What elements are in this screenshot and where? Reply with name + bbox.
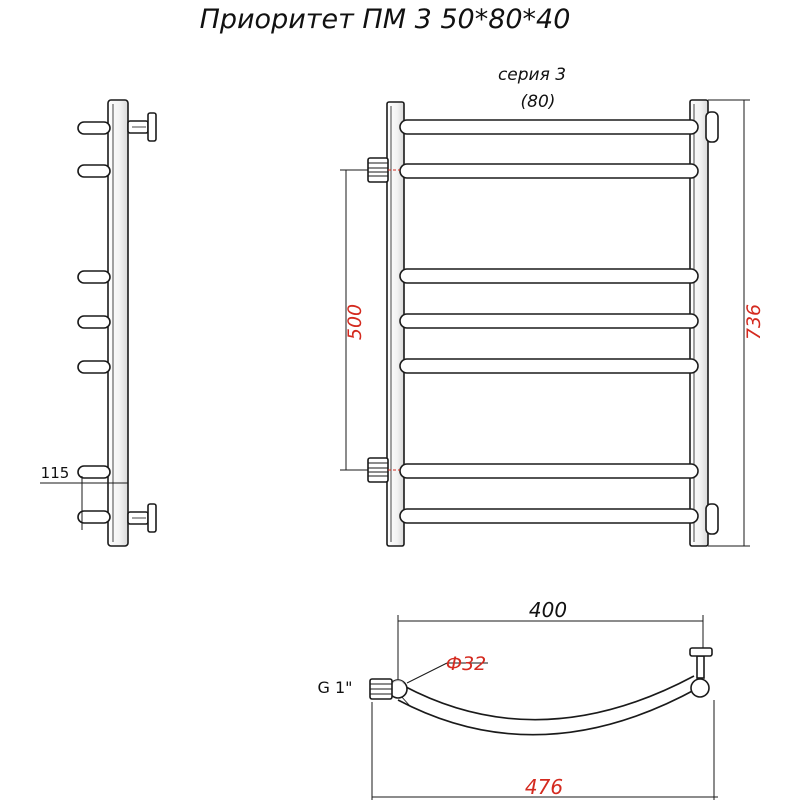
front-rungs — [399, 119, 699, 524]
side-rung — [77, 270, 111, 284]
front-rung — [399, 358, 699, 374]
top-right-collector — [690, 678, 710, 698]
dimension-total-height-label: 736 — [743, 304, 765, 340]
tube-diameter-leader — [406, 662, 448, 684]
front-wall-mount-bottom — [705, 503, 719, 535]
page-title: Приоритет ПМ 3 50*80*40 — [200, 4, 571, 35]
thread-label: G 1" — [317, 678, 352, 697]
side-wall-mount-top — [127, 112, 157, 142]
front-view — [340, 99, 750, 547]
front-rung — [399, 268, 699, 284]
dimension-total-height — [708, 99, 750, 547]
side-rung — [77, 164, 111, 178]
dimension-connection-height — [340, 169, 368, 471]
front-rung — [399, 313, 699, 329]
front-rung — [399, 463, 699, 479]
tube-diameter-label: Ф32 — [446, 653, 487, 675]
front-rung — [399, 119, 699, 135]
side-rung — [77, 315, 111, 329]
dimension-wall-offset-label: 115 — [41, 464, 70, 482]
front-rung — [399, 163, 699, 179]
series-value: (80) — [521, 92, 556, 112]
dimension-wall-offset — [40, 476, 129, 530]
side-view — [40, 99, 157, 547]
dimension-width-centers — [397, 615, 704, 690]
dimension-total-width — [371, 700, 718, 800]
dimension-connection-height-label: 500 — [344, 304, 366, 340]
side-collector — [107, 99, 129, 547]
side-rung — [77, 121, 111, 135]
top-wall-mount-stem — [696, 655, 705, 679]
dimension-total-width-label: 476 — [525, 775, 563, 799]
side-rung — [77, 360, 111, 374]
side-rung — [77, 510, 111, 524]
top-view — [369, 615, 718, 800]
top-curved-rung-outer — [397, 687, 699, 736]
top-wall-mount-plate — [689, 647, 713, 657]
top-curved-rung-inner — [403, 675, 695, 721]
dimension-width-centers-label: 400 — [529, 598, 567, 622]
side-rungs — [77, 121, 111, 524]
front-rung — [399, 508, 699, 524]
top-inlet-connection — [369, 678, 393, 700]
series-label: серия 3 — [498, 65, 566, 85]
side-rung — [77, 465, 111, 479]
front-wall-mount-top — [705, 111, 719, 143]
side-wall-mount-bottom — [127, 503, 157, 533]
